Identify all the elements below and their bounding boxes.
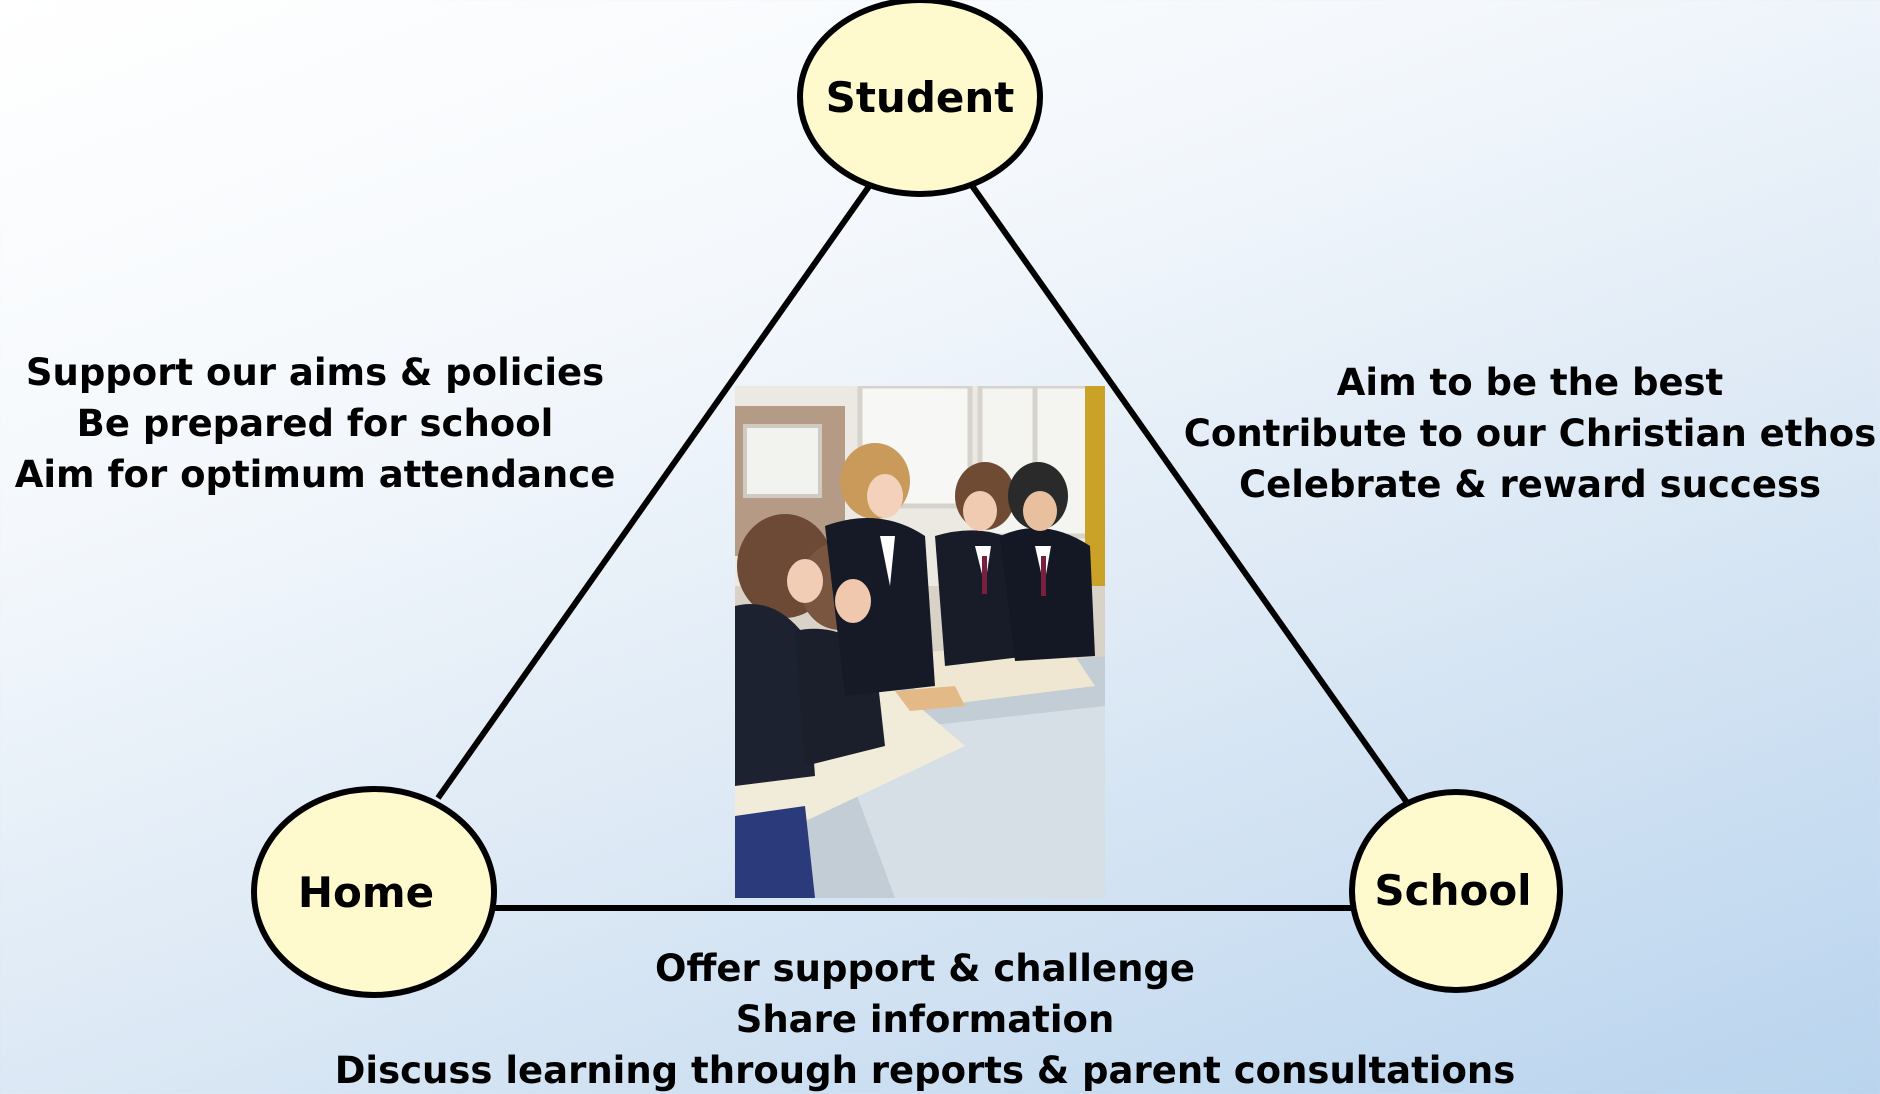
text-home-school: Offer support & challenge Share informat… <box>300 943 1550 1094</box>
text-home-school-line-2: Share information <box>735 998 1115 1041</box>
node-home: Home <box>251 786 497 998</box>
node-student-circle <box>797 0 1043 197</box>
students-photo <box>735 386 1105 898</box>
node-school-label: School <box>1374 866 1531 915</box>
node-student: Student <box>797 0 1043 197</box>
node-home-label: Home <box>298 868 434 917</box>
text-student-home-line-3: Aim for optimum attendance <box>14 453 616 496</box>
edge-student-home <box>435 183 873 800</box>
text-student-school-line-3: Celebrate & reward success <box>1238 463 1821 506</box>
node-home-circle <box>251 786 497 998</box>
text-student-home-line-2: Be prepared for school <box>76 402 554 445</box>
text-home-school-line-3: Discuss learning through reports & paren… <box>334 1049 1516 1092</box>
node-school-circle <box>1349 789 1563 993</box>
edge-student-school <box>965 178 1418 816</box>
node-student-label: Student <box>826 73 1015 122</box>
text-student-home-line-1: Support our aims & policies <box>25 351 605 394</box>
text-student-school: Aim to be the best Contribute to our Chr… <box>1180 357 1880 510</box>
text-student-school-line-2: Contribute to our Christian ethos <box>1183 412 1877 455</box>
text-student-school-line-1: Aim to be the best <box>1336 361 1724 404</box>
node-school: School <box>1349 789 1563 993</box>
text-student-home: Support our aims & policies Be prepared … <box>0 347 630 500</box>
text-home-school-line-1: Offer support & challenge <box>655 947 1195 990</box>
